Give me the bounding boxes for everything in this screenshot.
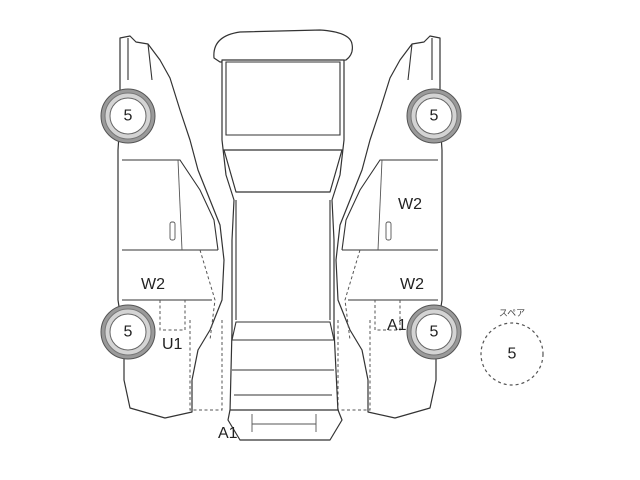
- left-sill-dashed: [199, 249, 216, 341]
- mark-rear-bumper: A1: [218, 425, 238, 442]
- hood-lines: [235, 200, 331, 320]
- rear-bumper-inner: [251, 414, 317, 432]
- mark-right-front-door: W2: [398, 196, 422, 213]
- tire-rear-right-value: 5: [430, 324, 439, 341]
- right-side-pillar: [377, 159, 383, 251]
- right-door-handle: [385, 221, 392, 241]
- right-mirror-bump: [407, 38, 433, 81]
- roof-outline: [225, 61, 341, 136]
- right-rear-dashed-panel: [337, 300, 401, 411]
- mark-left-rear-door: W2: [141, 276, 165, 293]
- rear-spoiler: [213, 29, 353, 63]
- tire-front-right-value: 5: [430, 108, 439, 125]
- trunk-line: [232, 369, 334, 396]
- spare-tire: スペア 5: [480, 308, 544, 386]
- windshield: [223, 149, 343, 193]
- spare-value: 5: [508, 346, 517, 363]
- tire-front-right: 5: [406, 88, 462, 144]
- left-side-pillar: [177, 159, 183, 251]
- tire-rear-right: 5: [406, 304, 462, 360]
- right-side-window-line: [341, 159, 438, 251]
- tire-front-left-value: 5: [124, 108, 133, 125]
- top-view: [213, 29, 353, 441]
- right-sill-dashed: [344, 249, 361, 341]
- tire-rear-left-value: 5: [124, 324, 133, 341]
- mark-right-rear-lower: A1: [387, 317, 407, 334]
- spare-label: スペア: [499, 308, 525, 318]
- top-view-body-outline: [221, 59, 345, 413]
- rear-window: [231, 321, 335, 341]
- left-side-window-line: [122, 159, 219, 251]
- mark-left-rear-lower: U1: [162, 336, 183, 353]
- left-rear-dashed-panel: [159, 300, 223, 411]
- tire-rear-left: 5: [100, 304, 156, 360]
- mark-right-rear-door: W2: [400, 276, 424, 293]
- left-door-handle: [169, 221, 176, 241]
- rear-bumper: [227, 409, 343, 441]
- left-mirror-bump: [127, 38, 153, 81]
- tire-front-left: 5: [100, 88, 156, 144]
